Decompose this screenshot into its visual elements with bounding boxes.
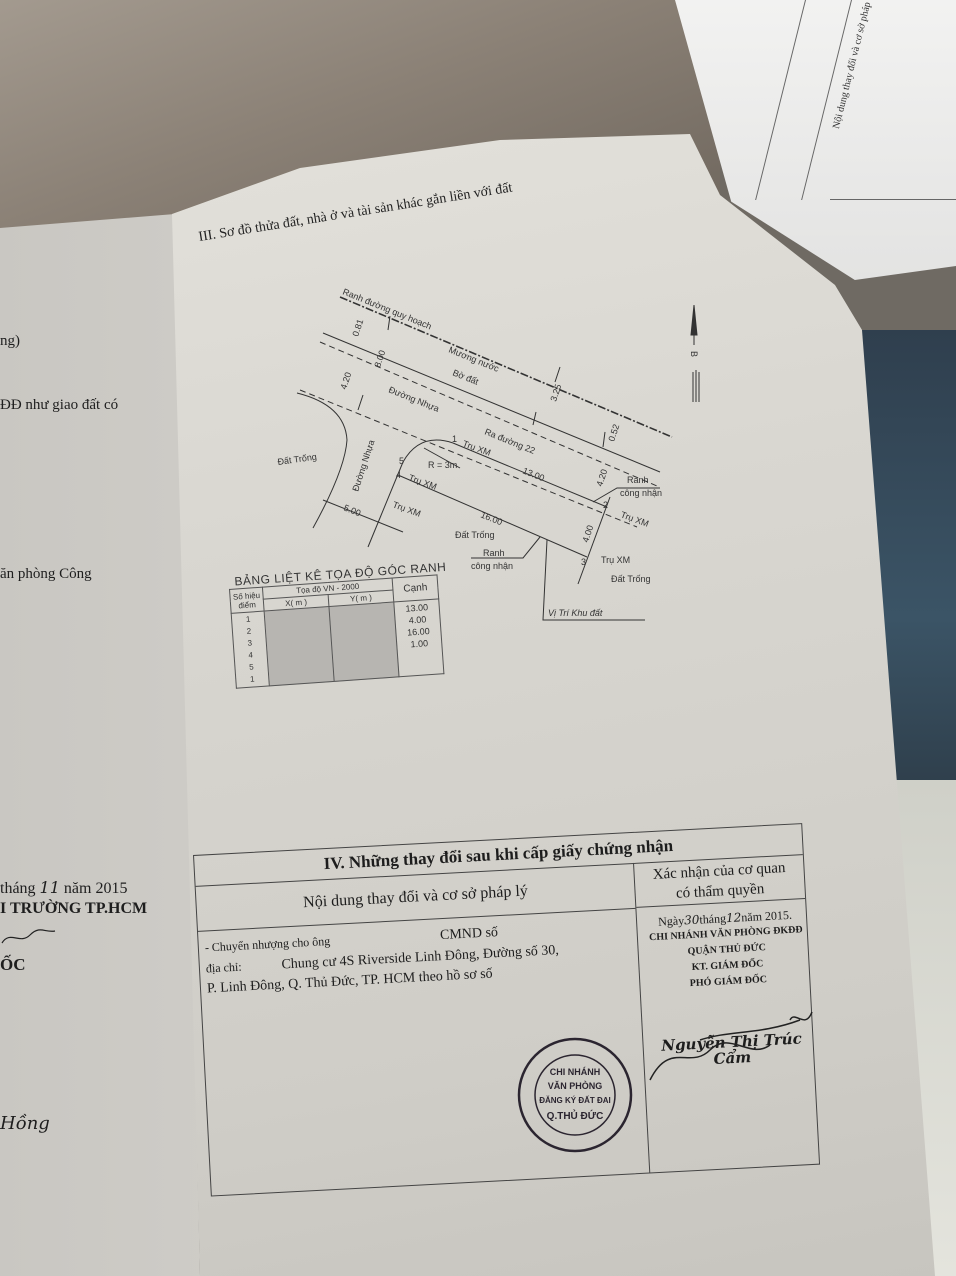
- left-signature: [1, 929, 56, 944]
- plot-edge-1-2: [452, 442, 608, 508]
- label-post-4b: Trụ XM: [391, 499, 422, 518]
- dim-1600: 16.00: [479, 510, 504, 528]
- plot-arc: [402, 439, 454, 463]
- dim-800: 8.00: [372, 349, 387, 369]
- day-label: Ngày: [657, 913, 685, 929]
- month-value: 12: [725, 910, 742, 926]
- dim-500: [322, 499, 404, 533]
- label-empty-right: Đất Trống: [611, 574, 651, 584]
- edge-length: 1.00: [410, 638, 429, 650]
- location-leader: [542, 539, 645, 621]
- address-label: địa chỉ:: [205, 959, 242, 976]
- planned-road-line: [339, 296, 673, 438]
- label-empty-bottom: Đất Trống: [455, 530, 495, 540]
- label-asphalt-road-vertical: Đường Nhựa: [350, 439, 376, 493]
- day-value: 30: [683, 912, 700, 928]
- north-label: B: [689, 351, 699, 357]
- label-to-road: Ra đường 22: [483, 427, 536, 456]
- label-boundary-right-1: Ranh: [627, 475, 649, 485]
- left-agency: I TRƯỜNG TP.HCM: [0, 900, 148, 917]
- north-arrow: [690, 304, 700, 402]
- left-title-fragment: ỐC: [0, 955, 26, 974]
- year-value: 2015: [95, 880, 128, 897]
- dim-400: 4.00: [580, 524, 595, 544]
- id-label: CMND số: [439, 925, 499, 944]
- label-post-4a: Trụ XM: [407, 472, 438, 491]
- point-1: 1: [452, 434, 457, 444]
- month-label: tháng: [0, 880, 36, 897]
- background-paper-frame-line: [830, 199, 956, 200]
- stamp-line: Q.THỦ ĐỨC: [547, 1109, 604, 1122]
- point-5: 5: [399, 456, 404, 466]
- label-boundary-bottom-1: Ranh: [483, 548, 505, 558]
- label-boundary-right-2: công nhận: [620, 488, 662, 498]
- canal-line: [322, 332, 661, 473]
- column-header-confirm: Xác nhận của cơ quan có thẩm quyền: [634, 854, 806, 908]
- left-signer-fragment: Hồng: [0, 1113, 50, 1134]
- month-label: tháng: [699, 911, 727, 927]
- month-value: 11: [39, 878, 60, 897]
- label-radius: R = 3m: [428, 460, 457, 470]
- asphalt-road-curve: [296, 392, 348, 529]
- stamp-line: ĐĂNG KÝ ĐẤT ĐAI: [539, 1095, 611, 1105]
- dim-052: 0.52: [606, 423, 621, 443]
- left-date-line: tháng 11 năm 2015: [0, 878, 127, 898]
- label-boundary-bottom-2: công nhận: [471, 561, 513, 571]
- left-page-line: ĐĐ như giao đất có: [0, 397, 119, 413]
- road-boundary-line: [299, 389, 638, 528]
- dim-420a: 4.20: [338, 371, 353, 391]
- y-values-redacted: [328, 602, 400, 682]
- stamp-line: CHI NHÁNH: [550, 1067, 601, 1077]
- dim-1300: 13.00: [521, 466, 546, 484]
- point-id: 1: [249, 674, 255, 684]
- dim-500: 5.00: [342, 503, 362, 519]
- point-2: 2: [603, 500, 608, 510]
- year-label: năm: [740, 909, 763, 925]
- boundary-leader-right: [592, 487, 660, 503]
- handwritten-signature: [649, 1011, 813, 1081]
- header-edge: Cạnh: [392, 574, 439, 603]
- radius-line: [423, 447, 461, 469]
- label-location: Vị Trí Khu đất: [548, 608, 603, 618]
- left-page-line: ng): [0, 333, 20, 349]
- official-stamp: CHI NHÁNH VĂN PHÒNG ĐĂNG KÝ ĐẤT ĐAI Q.TH…: [517, 1037, 633, 1153]
- point-4: 4: [396, 470, 401, 480]
- tick: [357, 315, 606, 448]
- point-3: 3: [581, 557, 586, 567]
- dim-420b: 4.20: [594, 468, 609, 488]
- label-post-3: Trụ XM: [601, 555, 630, 565]
- boundary-leader-bottom: [471, 536, 541, 559]
- plot-edge-2-3: [577, 496, 611, 585]
- x-values-redacted: [264, 606, 335, 686]
- stamp-line: VĂN PHÒNG: [548, 1080, 603, 1091]
- plot-edge-4-3: [397, 474, 588, 558]
- label-post-1: Trụ XM: [461, 438, 492, 457]
- plot-edge-4-down: [367, 461, 404, 548]
- transfer-text: - Chuyển nhượng cho ông: [204, 933, 331, 955]
- year-value: 2015.: [764, 907, 793, 924]
- dim-081: 0.81: [350, 318, 365, 338]
- label-empty-left: Đất Trống: [277, 452, 318, 467]
- label-asphalt-road: Đường Nhựa: [387, 385, 440, 414]
- year-label: năm: [63, 880, 92, 897]
- label-embankment: Bờ đất: [451, 368, 480, 388]
- embankment-line: [319, 341, 658, 487]
- left-page-line: ăn phòng Công: [0, 566, 92, 582]
